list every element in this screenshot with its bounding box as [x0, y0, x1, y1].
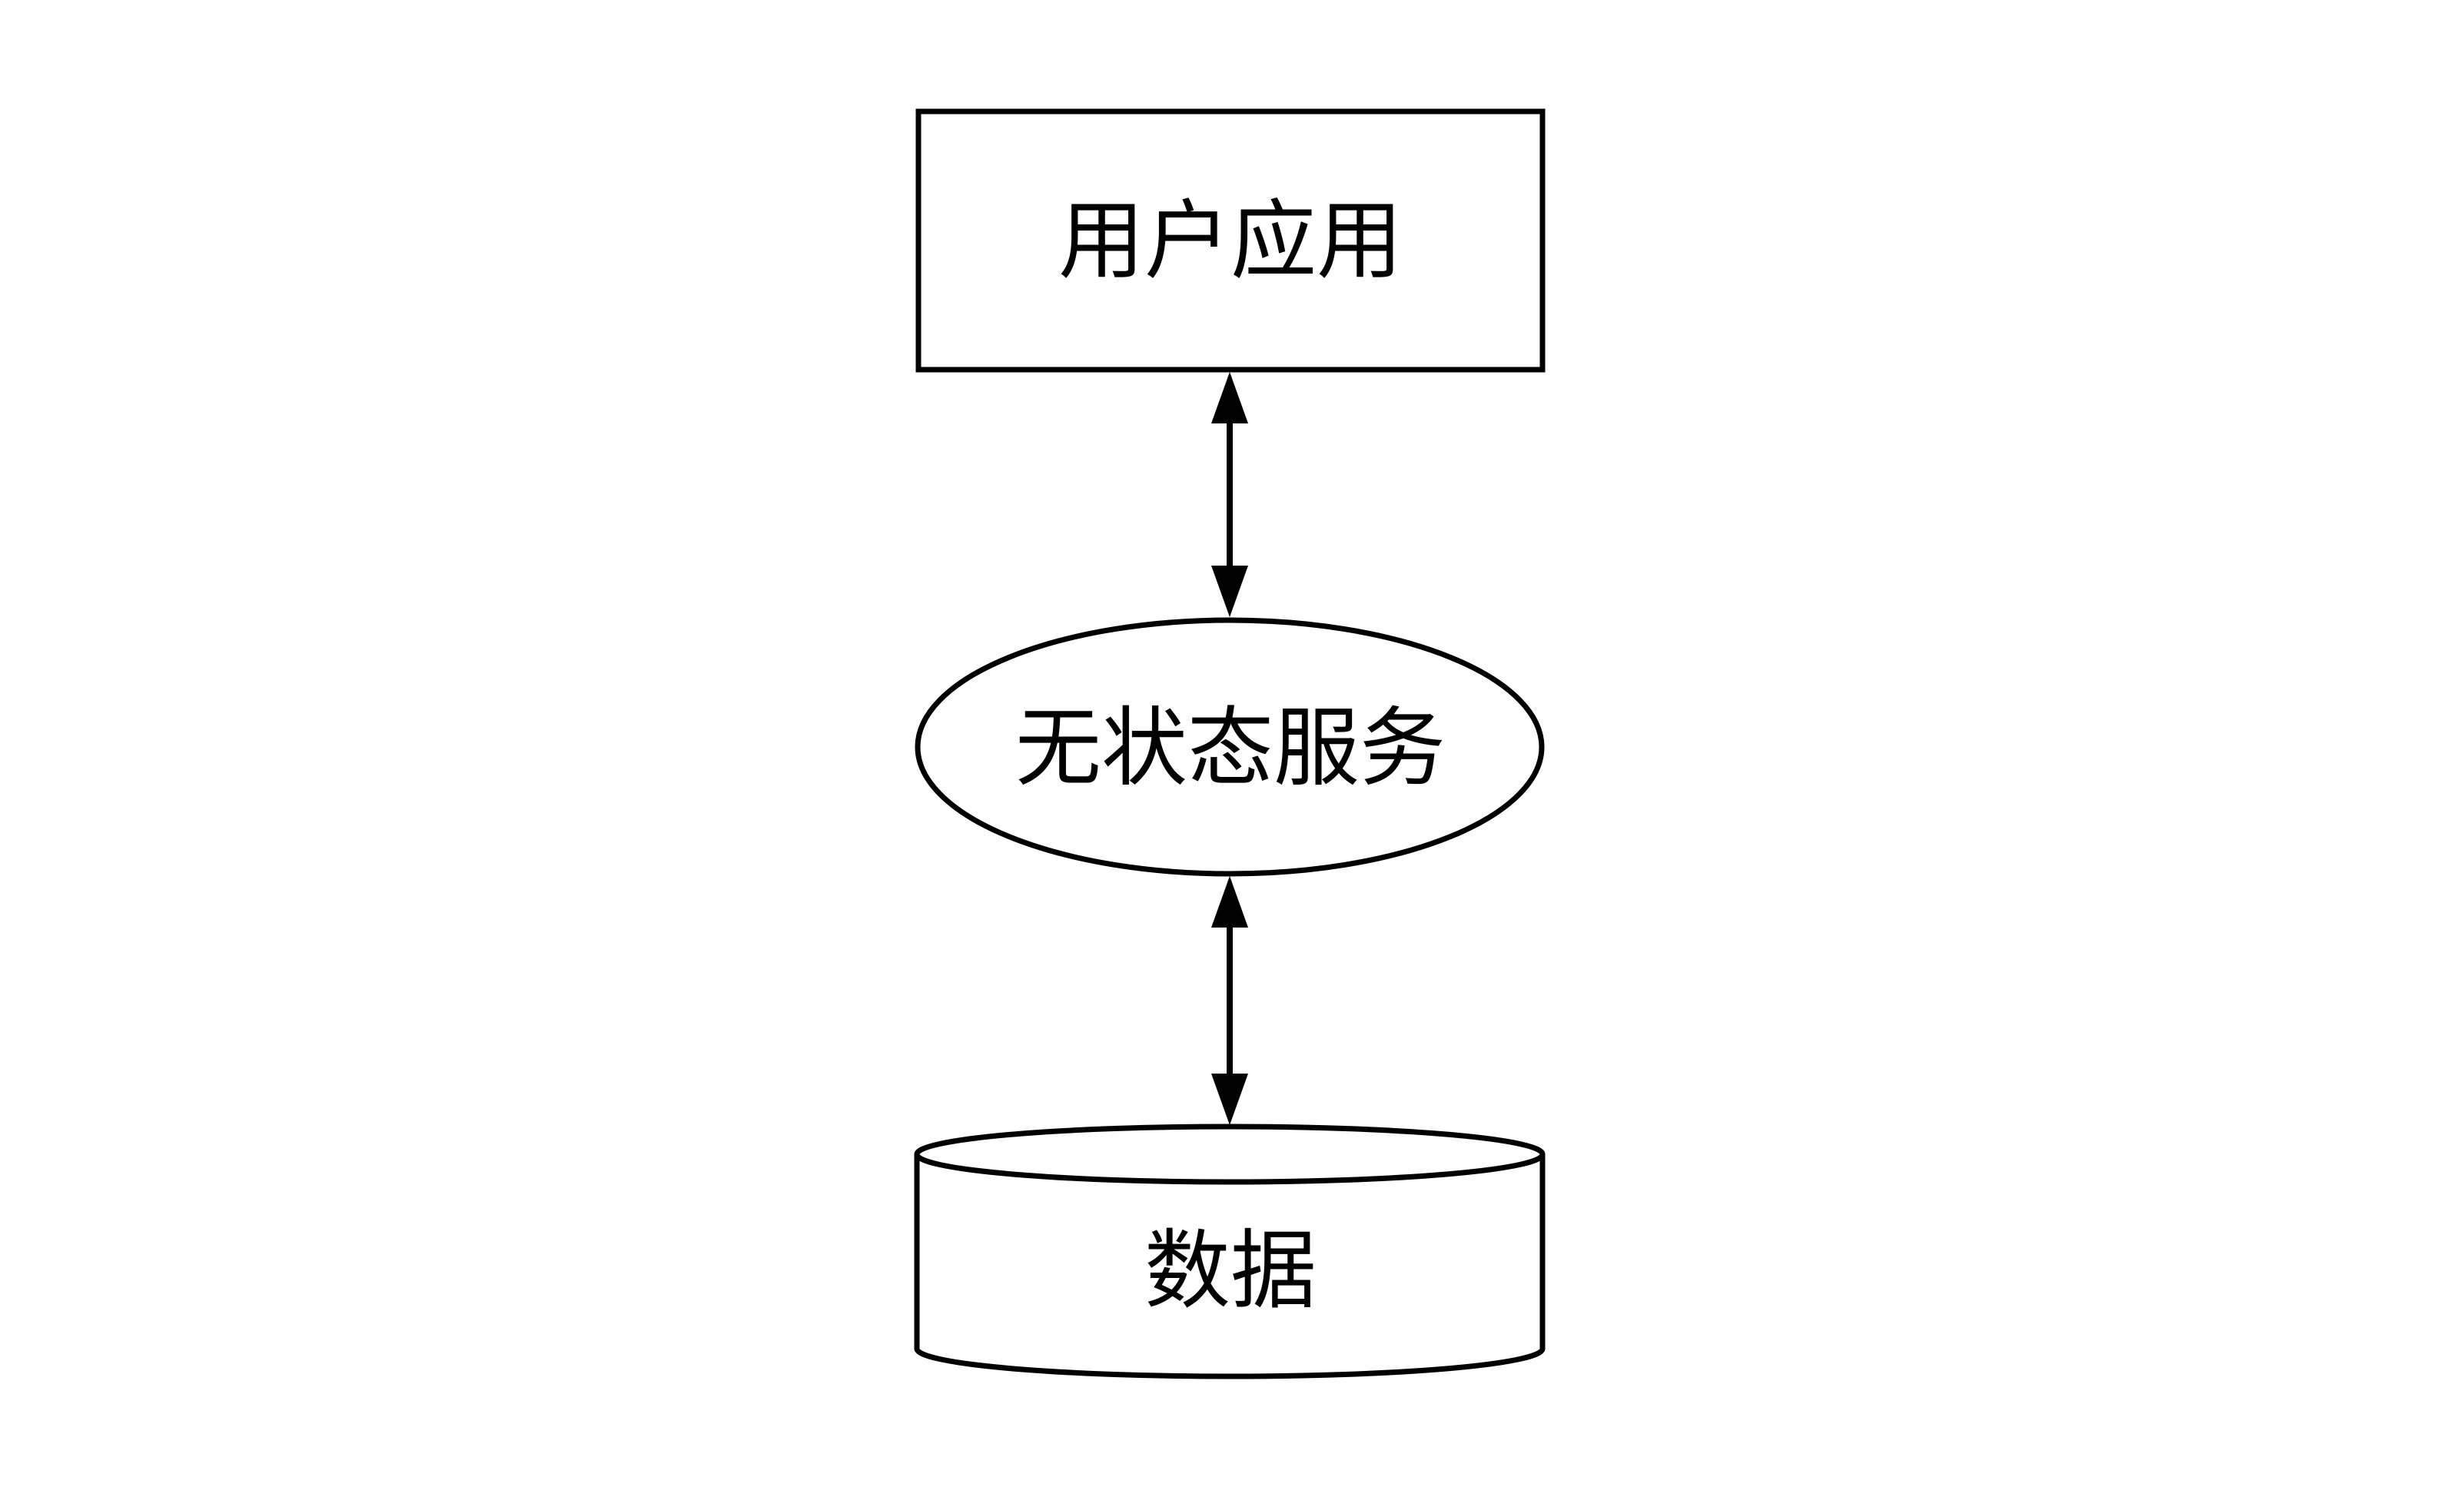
- edge-service-data: [1211, 876, 1248, 1125]
- data-store-node: 数据: [914, 1124, 1546, 1379]
- data-store-label: 数据: [1144, 1223, 1317, 1319]
- stateless-service-node: 无状态服务: [915, 617, 1545, 877]
- arrow-up-icon: [1211, 372, 1248, 423]
- data-store-cylinder-top: [914, 1124, 1546, 1185]
- user-app-rectangle: [915, 108, 1546, 373]
- arrow-down-icon: [1211, 1074, 1248, 1125]
- stateless-service-ellipse: [915, 617, 1545, 877]
- data-store-cylinder-body: [914, 1154, 1546, 1379]
- edge-userapp-service: [1211, 372, 1248, 617]
- user-app-node: 用户应用: [915, 108, 1546, 373]
- arrow-up-icon: [1211, 876, 1248, 928]
- user-app-label: 用户应用: [1058, 193, 1403, 289]
- stateless-service-label: 无状态服务: [1015, 700, 1446, 796]
- arrow-down-icon: [1211, 566, 1248, 617]
